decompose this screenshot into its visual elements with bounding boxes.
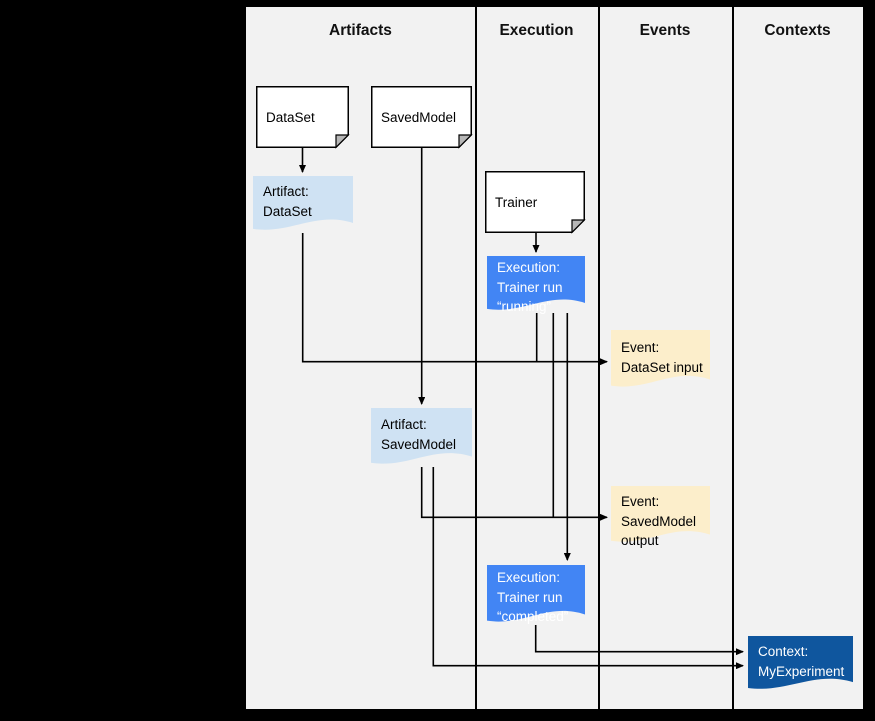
artifact-savedmodel-document-shape	[371, 408, 472, 464]
context-myexperiment-label: Context: MyExperiment	[758, 642, 851, 681]
event-savedmodel-output: Event: SavedModel output	[611, 486, 710, 548]
event-dataset-input-text-line: DataSet input	[621, 359, 703, 375]
context-myexperiment-text-line: MyExperiment	[758, 663, 845, 679]
artifact-savedmodel-text-line: Artifact:	[381, 417, 427, 432]
column-header-label: Events	[639, 22, 691, 39]
folded-corner-icon	[335, 134, 350, 149]
savedmodel-type-box: SavedModel	[371, 86, 473, 149]
event-dataset-input: Event: DataSet input	[611, 330, 710, 390]
dataset-type-box: DataSet	[256, 86, 350, 149]
folded-corner-icon	[458, 134, 473, 149]
execution-trainer-running-text-line: Trainer run	[497, 279, 563, 295]
dataset-type-box-label: DataSet	[266, 86, 347, 148]
artifact-dataset-text-line: DataSet	[263, 203, 312, 219]
artifact-savedmodel: Artifact: SavedModel	[371, 408, 472, 467]
trainer-type-box-label: Trainer	[495, 171, 583, 233]
context-myexperiment-document-shape	[748, 636, 853, 689]
artifact-savedmodel-label: Artifact: SavedModel	[381, 415, 470, 454]
column-header-label: Execution	[499, 22, 574, 39]
artifact-dataset-document-shape	[253, 176, 353, 230]
context-myexperiment: Context: MyExperiment	[748, 636, 853, 692]
dataset-type-box-note-shape	[256, 86, 350, 149]
event-dataset-input-text-line: Event:	[621, 340, 660, 355]
column-header-label: Contexts	[764, 22, 831, 39]
column-header-contexts: Contexts	[732, 19, 863, 43]
artifact-dataset-text-line: Artifact:	[263, 184, 309, 199]
connector-artifact-savedmodel-to-event-savedmodel-output	[420, 467, 608, 521]
event-savedmodel-output-text-line: Event:	[621, 494, 660, 509]
execution-trainer-running: Execution: Trainer run “running”	[487, 256, 585, 314]
savedmodel-type-box-note-shape	[371, 86, 473, 149]
folded-corner-icon	[571, 219, 586, 234]
execution-trainer-completed-text-line: Trainer run	[497, 589, 563, 605]
column-divider	[598, 7, 600, 709]
column-header-events: Events	[598, 19, 732, 43]
artifact-dataset: Artifact: DataSet	[253, 176, 353, 233]
event-savedmodel-output-text-line: SavedModel	[621, 513, 697, 529]
savedmodel-type-box-text: SavedModel	[381, 109, 457, 125]
execution-trainer-running-text-line: “running”	[497, 299, 552, 314]
dataset-type-box-text: DataSet	[266, 109, 315, 125]
column-header-execution: Execution	[475, 19, 598, 43]
event-dataset-input-document-shape	[611, 330, 710, 387]
execution-trainer-completed-label: Execution: Trainer run “completed”	[497, 568, 583, 627]
execution-trainer-running-text-line: Execution:	[497, 260, 561, 275]
savedmodel-type-box-label: SavedModel	[381, 86, 470, 148]
trainer-type-box-text: Trainer	[495, 194, 538, 210]
execution-trainer-completed-text-line: “completed”	[497, 609, 569, 624]
artifact-savedmodel-text-line: SavedModel	[381, 436, 457, 452]
event-savedmodel-output-text-line: output	[621, 533, 659, 548]
context-myexperiment-text-line: Context:	[758, 644, 809, 659]
column-header-artifacts: Artifacts	[246, 19, 475, 43]
artifact-dataset-label: Artifact: DataSet	[263, 182, 351, 221]
event-savedmodel-output-label: Event: SavedModel output	[621, 492, 708, 551]
column-divider	[475, 7, 477, 709]
column-divider	[732, 7, 734, 709]
column-header-label: Artifacts	[329, 22, 392, 39]
execution-trainer-running-label: Execution: Trainer run “running”	[497, 258, 583, 317]
connector-execution-trainer-completed-to-context-myexperiment	[534, 625, 744, 656]
execution-trainer-completed-text-line: Execution:	[497, 570, 561, 585]
execution-trainer-completed: Execution: Trainer run “completed”	[487, 565, 585, 625]
trainer-type-box-note-shape	[485, 171, 586, 234]
trainer-type-box: Trainer	[485, 171, 586, 234]
event-dataset-input-label: Event: DataSet input	[621, 338, 708, 377]
